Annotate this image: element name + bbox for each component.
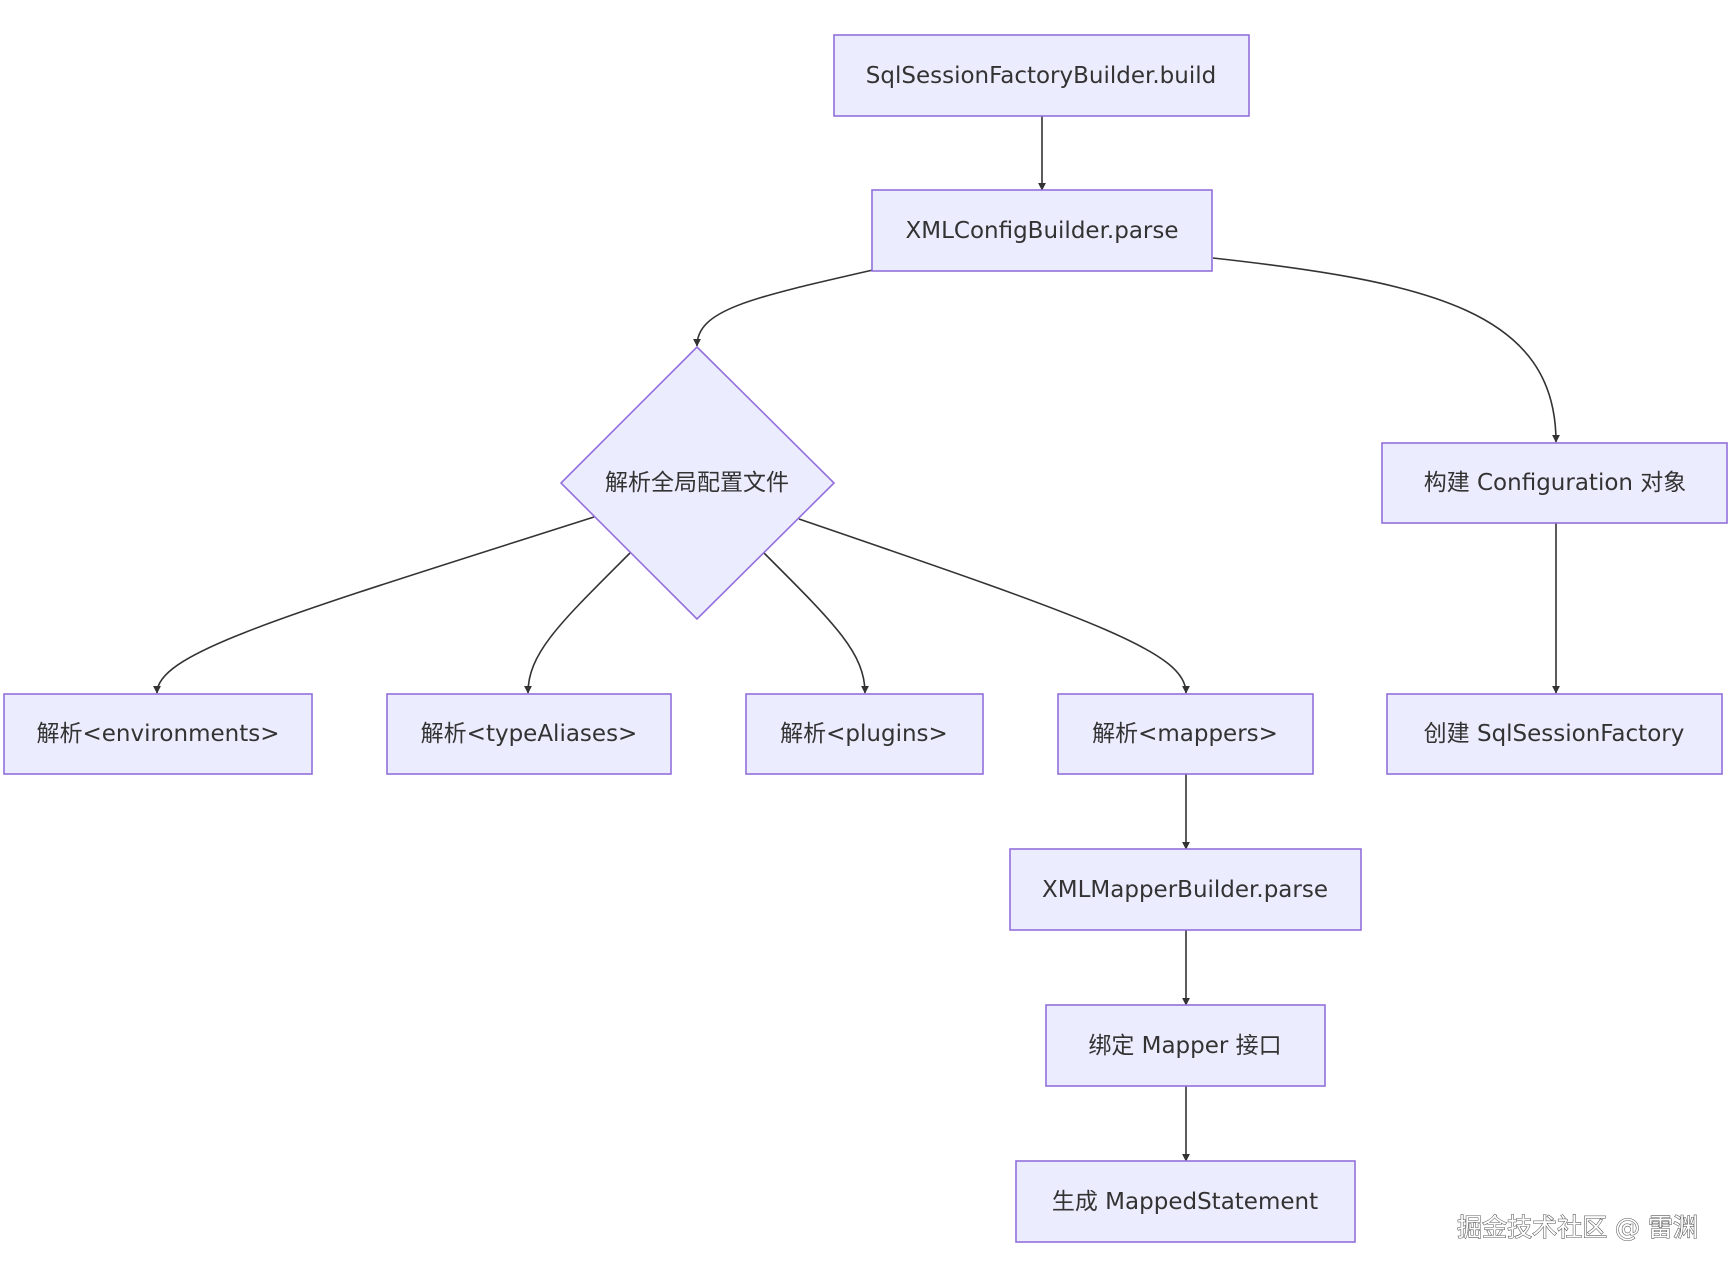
edge-parse-global-to-environments	[153, 516, 595, 694]
edges	[153, 116, 1560, 1162]
node-label: 创建 SqlSessionFactory	[1424, 721, 1685, 747]
node-label: 解析<environments>	[36, 721, 279, 747]
edge-parse-global-to-typealiases	[524, 552, 631, 694]
watermark-text: 掘金技术社区 @ 雷渊	[1457, 1213, 1698, 1242]
node-label: 绑定 Mapper 接口	[1088, 1033, 1281, 1059]
node-generate-mappedstatement[interactable]: 生成 MappedStatement	[1015, 1160, 1356, 1243]
node-create-sqlsessionfactory[interactable]: 创建 SqlSessionFactory	[1386, 693, 1723, 775]
node-label: SqlSessionFactoryBuilder.build	[866, 63, 1216, 89]
node-parse-global-config-decision[interactable]: 解析全局配置文件	[559, 345, 836, 621]
node-parse-plugins[interactable]: 解析<plugins>	[745, 693, 984, 775]
edge-xmlconfig-to-configuration	[1212, 257, 1560, 443]
node-parse-environments[interactable]: 解析<environments>	[3, 693, 313, 775]
node-label: 解析<mappers>	[1092, 721, 1278, 747]
node-label: XMLMapperBuilder.parse	[1042, 877, 1328, 903]
node-xmlconfigbuilder-parse[interactable]: XMLConfigBuilder.parse	[871, 189, 1213, 272]
node-label: 解析<plugins>	[780, 721, 948, 747]
node-bind-mapper-interface[interactable]: 绑定 Mapper 接口	[1045, 1004, 1326, 1087]
edge-parse-global-to-plugins	[763, 552, 869, 694]
edge-parse-global-to-mappers	[798, 518, 1190, 694]
edge-xmlconfig-to-parse-global	[693, 269, 874, 347]
node-build-configuration[interactable]: 构建 Configuration 对象	[1381, 442, 1728, 524]
node-label: 生成 MappedStatement	[1052, 1189, 1318, 1215]
node-xmlmapperbuilder-parse[interactable]: XMLMapperBuilder.parse	[1009, 848, 1362, 931]
node-label: 解析<typeAliases>	[421, 721, 638, 747]
node-label: XMLConfigBuilder.parse	[905, 218, 1178, 244]
node-label: 解析全局配置文件	[605, 470, 789, 496]
node-label: 构建 Configuration 对象	[1424, 470, 1687, 496]
node-parse-typealiases[interactable]: 解析<typeAliases>	[386, 693, 672, 775]
node-sqlsessionfactorybuilder-build[interactable]: SqlSessionFactoryBuilder.build	[833, 34, 1250, 117]
node-parse-mappers[interactable]: 解析<mappers>	[1057, 693, 1314, 775]
